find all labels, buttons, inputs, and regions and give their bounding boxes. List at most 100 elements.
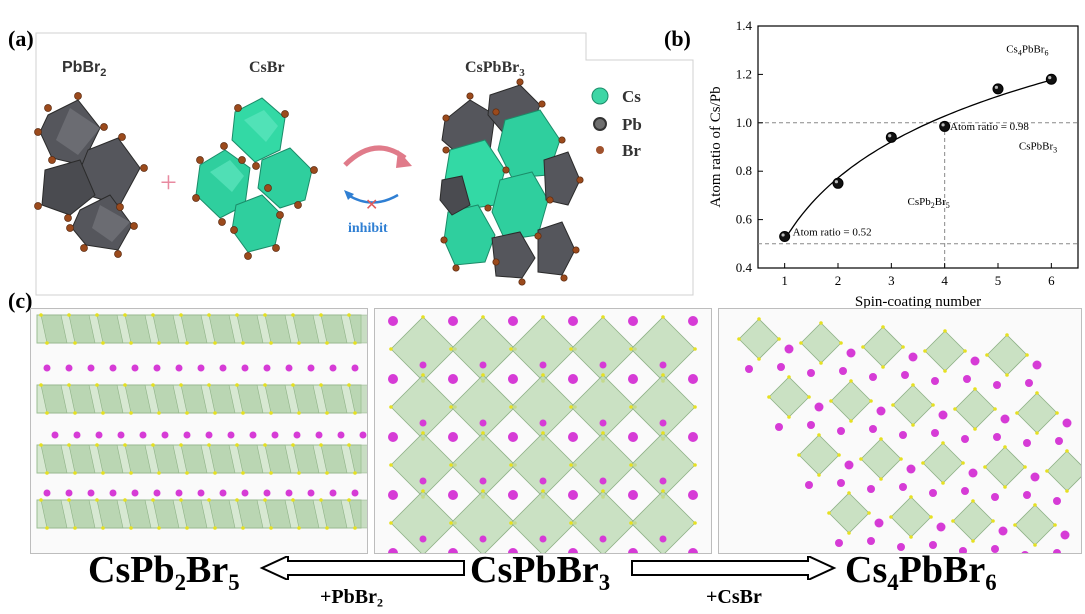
cs-atom [777, 363, 785, 371]
cs-atom [539, 419, 547, 427]
fit-curve [784, 79, 1052, 241]
cs-atom [899, 431, 907, 439]
br-atom [101, 526, 105, 530]
br-atom [909, 535, 913, 539]
br-atom [1003, 445, 1007, 449]
cs-atom [659, 419, 667, 427]
cs-atom [117, 431, 125, 439]
cs-atom [993, 381, 1001, 389]
cs-atom [874, 518, 884, 528]
br-atom [693, 347, 697, 351]
cs-atom [628, 490, 638, 500]
polyhedron [68, 314, 96, 344]
cs-atom [131, 489, 139, 497]
cs-atom [109, 364, 117, 372]
octahedron [450, 490, 516, 553]
br-atom [73, 411, 77, 415]
br-atom [67, 313, 71, 317]
br-atom [541, 315, 545, 319]
br-atom [931, 403, 935, 407]
br-atom [95, 498, 99, 502]
x-axis-label: Spin-coating number [855, 294, 981, 310]
br-atom [123, 443, 127, 447]
cs-atom [153, 489, 161, 497]
cs-atom [175, 489, 183, 497]
br-atom [799, 341, 803, 345]
cs-atom [271, 431, 279, 439]
br-atom [601, 315, 605, 319]
isolated-octahedron [830, 380, 872, 422]
octahedron [450, 374, 516, 440]
cs-atom [867, 485, 875, 493]
cs-atom [688, 316, 698, 326]
br-atom [1003, 485, 1007, 489]
br-atom [129, 471, 133, 475]
br-atom [509, 463, 513, 467]
br-atom [661, 373, 665, 377]
cs-atom [688, 548, 698, 553]
octahedron [570, 490, 636, 553]
polyhedron [292, 384, 320, 414]
cs-atom [508, 490, 518, 500]
chart-annotation: Atom ratio = 0.98 [950, 121, 1029, 133]
cs-atom [659, 361, 667, 369]
cs-atom [906, 464, 916, 474]
br-atom [787, 375, 791, 379]
formula-cspbbr3: CsPbBr3 [470, 549, 611, 595]
br-atom [297, 341, 301, 345]
panel-label-c: (c) [8, 288, 33, 313]
polyhedron [208, 444, 236, 474]
cs-atom [1023, 491, 1031, 499]
br-atom [629, 405, 633, 409]
br-atom [291, 383, 295, 387]
conversion-arrow-right [631, 556, 837, 580]
cs-atom [293, 431, 301, 439]
octahedron [630, 490, 696, 553]
octahedron [570, 316, 636, 382]
plus-sign: + [160, 166, 177, 199]
br-atom [481, 489, 485, 493]
br-atom [601, 489, 605, 493]
br-atom [67, 383, 71, 387]
polyhedron [208, 314, 236, 344]
br-atom [269, 471, 273, 475]
br-atom [1055, 411, 1059, 415]
pbbr2-title: PbBr2 [62, 59, 106, 79]
br-atom [985, 353, 989, 357]
br-atom [1015, 411, 1019, 415]
x-tick-label: 3 [888, 273, 895, 288]
br-atom [185, 341, 189, 345]
br-atom [39, 498, 43, 502]
isolated-octahedron [800, 322, 842, 364]
br-atom [319, 498, 323, 502]
br-atom [847, 491, 851, 495]
br-atom [325, 341, 329, 345]
cs-atom [1053, 497, 1061, 505]
br-atom [481, 431, 485, 435]
br-atom [73, 341, 77, 345]
polyhedron [96, 384, 124, 414]
cs-atom [263, 489, 271, 497]
cs-atom [993, 433, 1001, 441]
octahedron [510, 432, 576, 498]
polyhedron [348, 444, 367, 474]
cs-atom [388, 432, 398, 442]
br-atom [297, 526, 301, 530]
isolated-octahedron [890, 496, 932, 538]
chart-annotation: Cs4PbBr6 [1006, 44, 1048, 58]
br-atom [943, 329, 947, 333]
cs-atom [837, 479, 845, 487]
br-atom [757, 357, 761, 361]
isolated-octahedron [986, 334, 1028, 376]
octahedron [390, 490, 456, 553]
cs-atom [784, 344, 794, 354]
cs-atom [970, 356, 980, 366]
cs-atom [1025, 379, 1033, 387]
br-atom [263, 383, 267, 387]
br-atom [829, 399, 833, 403]
polyhedron [264, 314, 292, 344]
cs-atom [241, 489, 249, 497]
cs-atom [775, 423, 783, 431]
polyhedron [348, 499, 367, 529]
cs-atom [628, 548, 638, 553]
